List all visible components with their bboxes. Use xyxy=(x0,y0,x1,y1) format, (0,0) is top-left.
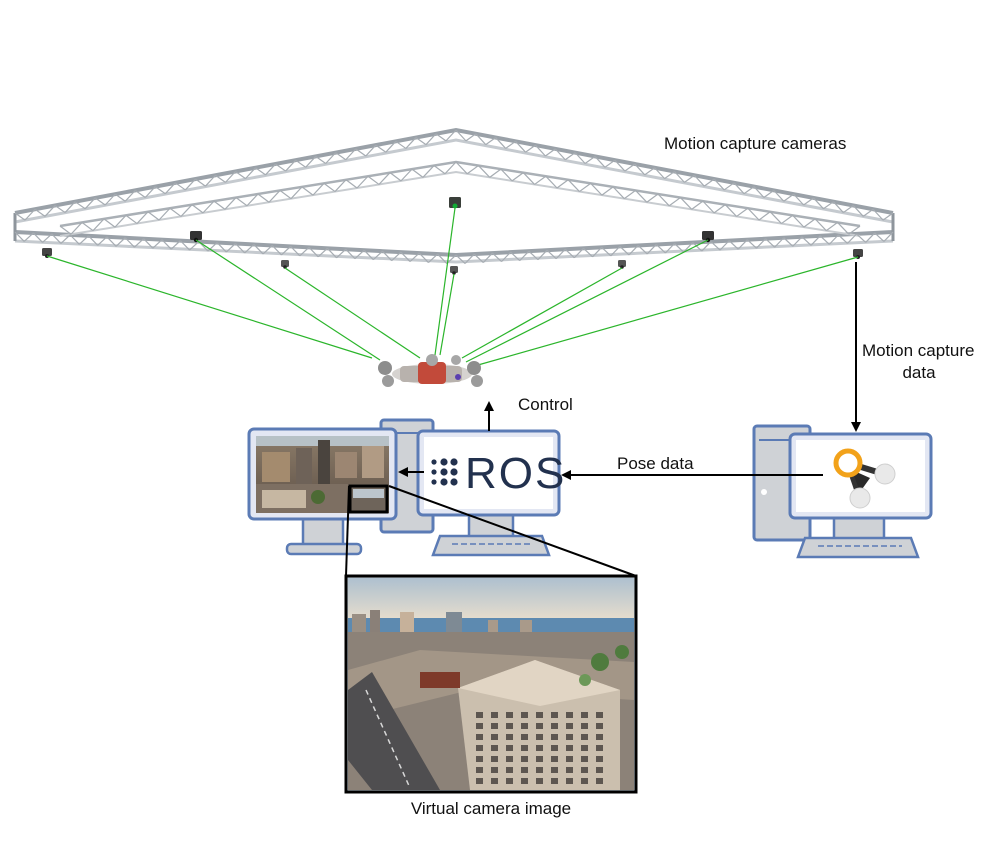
mocap-cameras-label: Motion capture cameras xyxy=(664,134,846,153)
camera-icon xyxy=(281,260,289,269)
camera-icon xyxy=(618,260,626,269)
tracking-rays xyxy=(46,207,859,366)
arrows xyxy=(398,262,861,480)
virtual-camera-label: Virtual camera image xyxy=(411,799,571,818)
mocap-data-label-line2: data xyxy=(902,363,936,382)
molecule-icon xyxy=(833,448,896,509)
camera-icon xyxy=(450,266,458,275)
virtual-camera-image xyxy=(348,578,634,790)
truss-frame xyxy=(13,127,895,264)
ros-computer: ROS xyxy=(416,429,566,557)
mocap-cameras xyxy=(42,197,863,275)
virtual-camera-panel xyxy=(344,485,638,794)
simulator-screen xyxy=(256,436,389,514)
camera-icon xyxy=(853,249,863,259)
mocap-computer xyxy=(752,424,933,559)
camera-icon xyxy=(42,248,52,258)
pose-data-label: Pose data xyxy=(617,454,694,473)
camera-icon xyxy=(449,197,461,209)
ros-logo-icon xyxy=(431,458,458,486)
ros-logo-text: ROS xyxy=(465,449,566,498)
drone-icon xyxy=(378,354,483,387)
mocap-data-label-line1: Motion capture xyxy=(862,341,974,360)
simulator-computer xyxy=(247,418,435,556)
control-label: Control xyxy=(518,395,573,414)
